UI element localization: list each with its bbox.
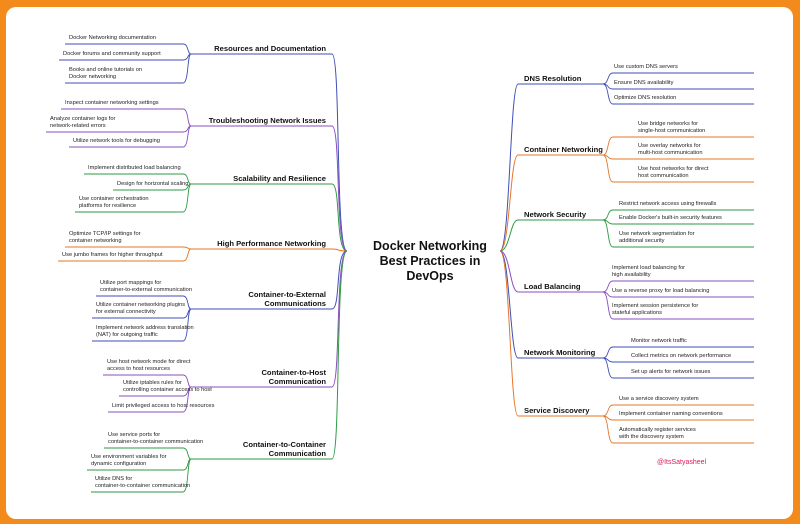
leaf-text: Design for horizontal scaling (117, 181, 189, 187)
mindmap-panel: Docker Networking Best Practices in DevO… (6, 7, 793, 519)
branch-title: Network Monitoring (524, 348, 596, 357)
branch-title: Container-to-Container Communication (242, 440, 326, 458)
leaf-text: Automatically register services with the… (619, 427, 696, 440)
leaf-text: Utilize iptables rules for controlling c… (123, 380, 212, 393)
leaf-text: Utilize container networking plugins for… (96, 302, 186, 315)
branch-title: Container-to-External Communications (248, 290, 326, 308)
leaf-text: Use custom DNS servers (614, 64, 678, 70)
leaf-text: Ensure DNS availability (614, 80, 674, 86)
author-handle: @ItsSatyasheel (657, 459, 707, 466)
leaf-text: Set up alerts for network issues (631, 369, 711, 375)
leaf-text: Use overlay networks for multi-host comm… (638, 143, 703, 156)
central-topic: Docker Networking Best Practices in DevO… (373, 239, 487, 283)
leaf-text: Use environment variables for dynamic co… (91, 454, 167, 467)
leaf-text: Use host networks for direct host commun… (638, 166, 709, 179)
leaf-text: Enable Docker's built-in security featur… (619, 215, 722, 221)
leaf-text: Implement container naming conventions (619, 411, 723, 417)
leaf-text: Use service ports for container-to-conta… (108, 432, 204, 445)
leaf-text: Implement distributed load balancing (88, 165, 181, 171)
leaf-text: Use a service discovery system (619, 396, 699, 402)
branch-title: High Performance Networking (217, 239, 326, 248)
leaf-text: Use host network mode for direct access … (107, 359, 191, 372)
leaf-text: Optimize TCP/IP settings for container n… (69, 231, 141, 244)
leaf-text: Utilize DNS for container-to-container c… (95, 476, 191, 489)
leaf-text: Implement network address translation (N… (96, 325, 194, 338)
leaf-text: Monitor network traffic (631, 338, 687, 344)
leaf-text: Docker forums and community support (63, 51, 161, 57)
leaf-text: Implement session persistence for statef… (612, 303, 699, 316)
leaf-text: Use container orchestration platforms fo… (79, 196, 149, 209)
branch-title: Service Discovery (524, 406, 590, 415)
branch-title: Resources and Documentation (214, 44, 326, 53)
leaf-text: Limit privileged access to host resource… (112, 403, 215, 409)
leaf-text: Use jumbo frames for higher throughput (62, 252, 163, 258)
leaf-text: Books and online tutorials on Docker net… (69, 67, 143, 80)
leaf-text: Use network segmentation for additional … (619, 231, 695, 244)
leaf-text: Use a reverse proxy for load balancing (612, 288, 710, 294)
branch-title: Troubleshooting Network Issues (208, 116, 326, 125)
branch-title: Network Security (524, 210, 587, 219)
connector-lines (46, 43, 754, 493)
leaf-text: Implement load balancing for high availa… (612, 265, 686, 278)
leaf-text: Inspect container networking settings (65, 100, 159, 106)
leaf-text: Restrict network access using firewalls (619, 201, 717, 207)
branch-title: Container-to-Host Communication (261, 368, 326, 386)
leaf-text: Docker Networking documentation (69, 35, 156, 41)
leaf-text: Utilize port mappings for container-to-e… (100, 280, 192, 293)
branch-title: DNS Resolution (524, 74, 582, 83)
branch-title: Container Networking (524, 145, 603, 154)
branch-title: Scalability and Resilience (233, 174, 326, 183)
branch-title: Load Balancing (524, 282, 581, 291)
leaf-text: Analyze container logs for network-relat… (50, 116, 116, 129)
leaf-text: Utilize network tools for debugging (73, 138, 160, 144)
leaf-text: Optimize DNS resolution (614, 95, 677, 101)
leaf-text: Collect metrics on network performance (631, 353, 732, 359)
leaf-text: Use bridge networks for single-host comm… (638, 121, 706, 134)
